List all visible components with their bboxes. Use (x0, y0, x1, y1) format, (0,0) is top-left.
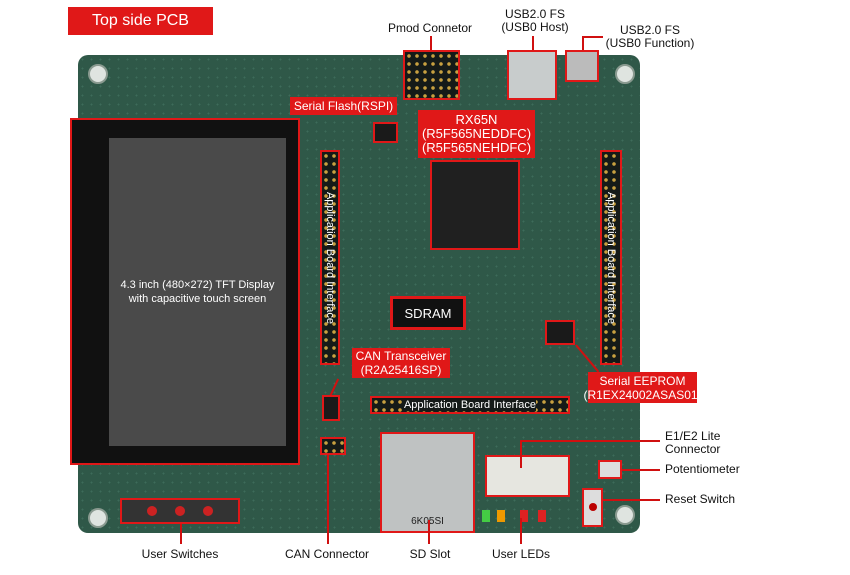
display-caption-1: 4.3 inch (480×272) TFT Display (120, 279, 275, 291)
mcu-chip (430, 160, 520, 250)
app-board-interface-left (320, 150, 340, 365)
can-transceiver-chip (322, 395, 340, 421)
sd-slot: 6K05SI (380, 432, 475, 533)
user-switches-label: User Switches (141, 547, 219, 561)
usb-host-label: USB2.0 FS(USB0 Host) (501, 7, 569, 34)
can-connector (320, 437, 346, 455)
serial-flash-chip (373, 122, 398, 143)
reset-switch (582, 488, 603, 527)
potentiometer-label: Potentiometer (665, 462, 740, 476)
can-connector-label: CAN Connector (285, 547, 370, 561)
mount-hole (88, 508, 108, 528)
app-if-right-text: Application Board Interface (605, 191, 617, 325)
sdram-chip: SDRAM (390, 296, 466, 330)
mcu-label: RX65N(R5F565NEDDFC)(R5F565NEHDFC) (418, 110, 535, 158)
sd-slot-label: SD Slot (409, 547, 451, 561)
usb-function-label: USB2.0 FS(USB0 Function) (605, 23, 695, 50)
usb-function-port (565, 50, 599, 82)
pmod-label: Pmod Connetor (387, 21, 473, 35)
reset-switch-label: Reset Switch (665, 492, 736, 506)
display-caption-2: with capacitive touch screen (128, 293, 267, 305)
eeprom-chip (545, 320, 575, 345)
app-if-left-text: Application Board Interface (324, 191, 336, 325)
display-screen: 4.3 inch (480×272) TFT Display with capa… (109, 138, 286, 446)
pmod-connector (403, 50, 460, 100)
mount-hole (615, 64, 635, 84)
potentiometer (598, 460, 622, 479)
e1-connector (485, 455, 570, 497)
user-switches (120, 498, 240, 524)
tft-display: 4.3 inch (480×272) TFT Display with capa… (70, 118, 300, 465)
eeprom-label: Serial EEPROM(R1EX24002ASAS01) (583, 372, 702, 403)
can-transceiver-label: CAN Transceiver(R2A25416SP) (352, 348, 450, 378)
serial-flash-label: Serial Flash(RSPI) (290, 97, 397, 115)
usb-host-port (507, 50, 557, 100)
mount-hole (615, 505, 635, 525)
app-board-interface-right (600, 150, 622, 365)
app-board-interface-bottom: Application Board Interface (370, 396, 570, 414)
title-badge: Top side PCB (68, 7, 213, 35)
mount-hole (88, 64, 108, 84)
user-leds-label: User LEDs (491, 547, 550, 561)
